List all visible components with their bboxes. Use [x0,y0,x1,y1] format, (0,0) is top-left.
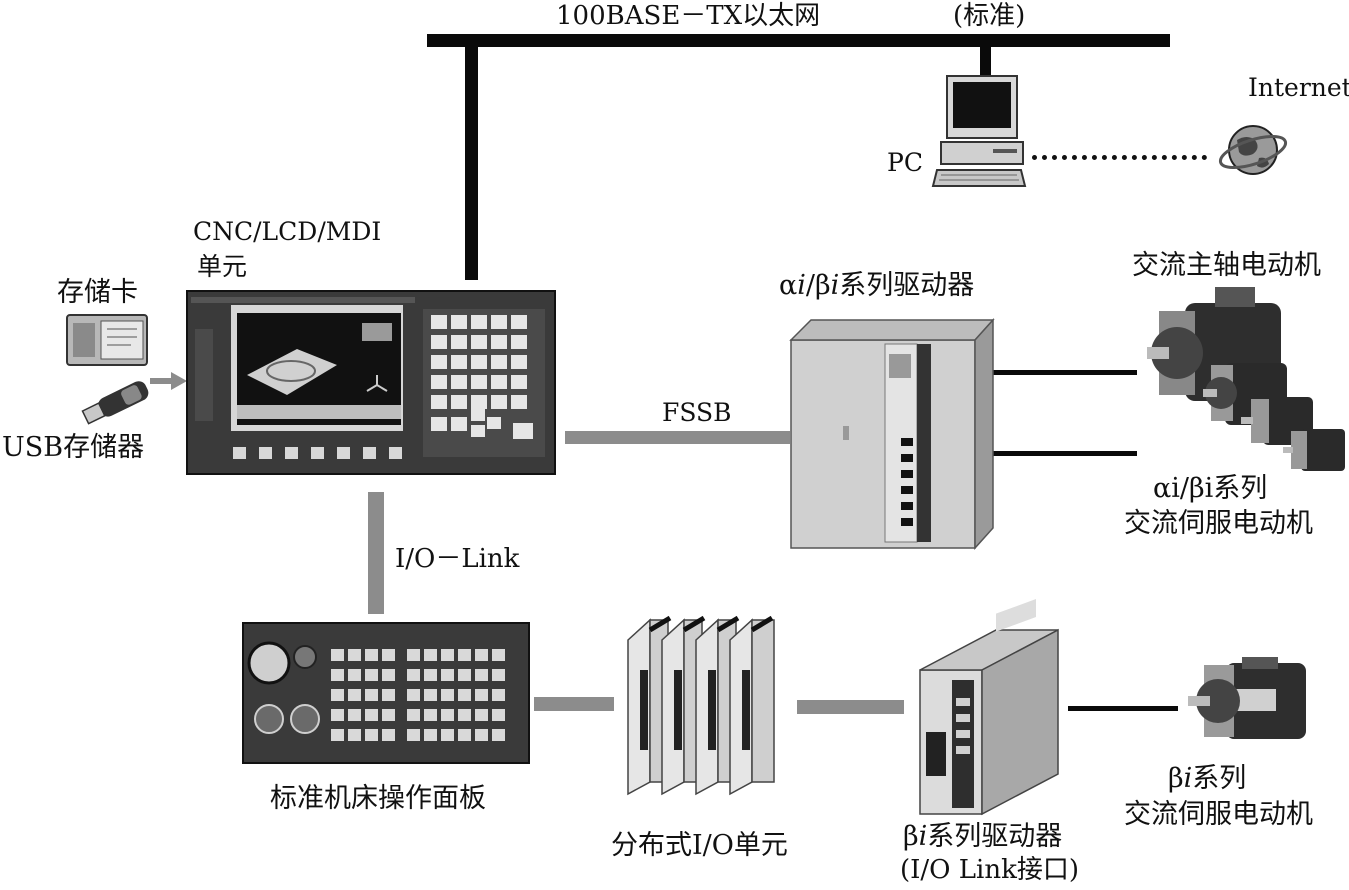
servo-cable [992,451,1137,456]
fssb-link [565,431,790,444]
bi-motor-suffix: 系列 [1192,763,1247,794]
fssb-label: FSSB [662,398,732,427]
bi-driver-prefix: β [903,821,919,852]
bi-driver-icon [919,599,1059,816]
spindle-motor-icon [1147,287,1345,471]
usb-arrow [150,372,187,390]
cnc-label-line2: 单元 [197,252,248,281]
bi-motor-i: i [1183,763,1193,794]
usb-stick-icon [81,381,149,425]
ai-bi-driver-mid: /β [805,270,831,301]
globe-icon [1218,125,1288,175]
servo-motor-label: 交流伺服电动机 [1124,508,1313,539]
distributed-io-label: 分布式I/O单元 [611,830,788,861]
bi-motor-prefix: β [1168,763,1184,794]
bi-motor-label-line2: 交流伺服电动机 [1124,799,1313,830]
io-unit-icon [627,615,775,796]
ai-bi-driver-suffix: 系列驱动器 [839,270,975,301]
spindle-motor-label: 交流主轴电动机 [1132,250,1321,281]
operator-panel-label: 标准机床操作面板 [270,783,486,814]
spindle-cable [992,370,1137,375]
io-link-label: I/O－Link [395,544,520,574]
servo-driver-icon [789,318,995,550]
ethernet-label: 100BASE－TX以太网 [556,1,821,31]
panel-to-io-link [534,697,614,711]
pc-icon [931,75,1027,187]
ai-bi-driver-i1: i [797,270,806,301]
bi-motor-label-line1: βi系列 [1168,763,1247,794]
standard-label: (标准) [953,1,1026,31]
pc-label: PC [887,148,923,177]
ai-bi-driver-prefix: α [779,270,798,301]
ai-bi-driver-i2: i [830,270,840,301]
bi-driver-suffix: 系列驱动器 [927,821,1063,852]
usb-storage-label: USB存储器 [2,432,145,463]
ethernet-bus [427,34,1170,47]
internet-label: Internet [1248,73,1349,102]
cnc-label-line1: CNC/LCD/MDI [193,217,382,246]
ethernet-drop-pc [980,40,991,78]
internet-dotted-link [1032,155,1207,160]
bi-motor-cable [1068,706,1178,711]
bi-driver-interface-label: (I/O Link接口) [900,855,1079,885]
memory-card-icon [66,314,148,366]
cnc-unit-icon [186,290,556,475]
io-to-bi-driver-link [797,700,904,714]
ethernet-drop-cnc [465,40,478,280]
bi-motor-icon [1188,657,1306,739]
servo-series-label: αi/βi系列 [1153,473,1268,504]
bi-driver-i: i [918,821,928,852]
io-link-vertical [368,492,384,614]
operator-panel-icon [242,622,530,764]
bi-driver-label: βi系列驱动器 [903,821,1063,852]
memory-card-label: 存储卡 [57,277,138,308]
ai-bi-driver-label: αi/βi系列驱动器 [779,270,975,301]
